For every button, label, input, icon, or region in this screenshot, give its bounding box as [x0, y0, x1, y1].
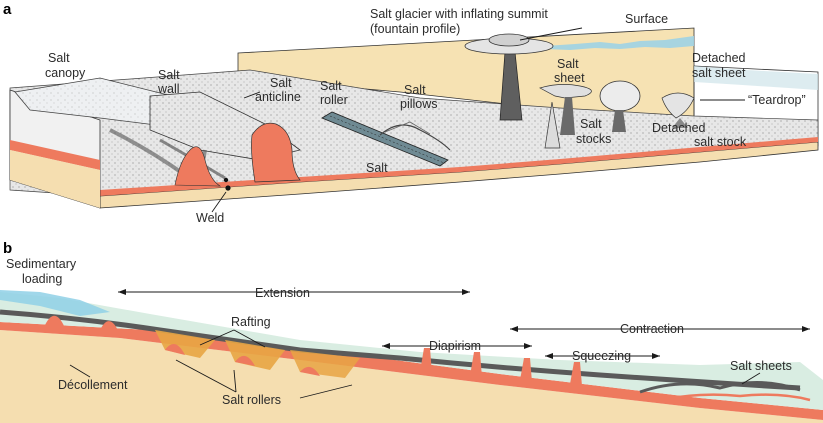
- label-salt-roller-2: roller: [320, 93, 348, 107]
- label-rafting: Rafting: [231, 315, 271, 329]
- label-salt: Salt: [366, 161, 388, 175]
- label-decollement: Décollement: [58, 378, 128, 392]
- label-extension: Extension: [255, 286, 310, 300]
- label-salt-stocks-1: Salt: [580, 117, 602, 131]
- basement: [0, 330, 823, 423]
- label-salt-stocks-2: stocks: [576, 132, 611, 146]
- label-surface: Surface: [625, 12, 668, 26]
- label-detached-stock-1: Detached: [652, 121, 706, 135]
- label-salt-sheet-2: sheet: [554, 71, 585, 85]
- label-salt-pillows-1: Salt: [404, 83, 426, 97]
- salt-anticline: [251, 122, 301, 183]
- label-salt-canopy-2: canopy: [45, 66, 86, 80]
- left-tan: [10, 150, 100, 208]
- label-detached-sheet-2: salt sheet: [692, 66, 746, 80]
- label-diapirism: Diapirism: [429, 339, 481, 353]
- label-squeezing: Squeezing: [572, 349, 631, 363]
- panel-a-letter: a: [3, 1, 12, 18]
- salt-sheet-folds: [639, 381, 801, 394]
- panel-a: a: [3, 1, 819, 225]
- label-sed-loading-1: Sedimentary: [6, 257, 77, 271]
- salt-stock: [544, 101, 561, 149]
- label-salt-pillows-2: pillows: [400, 97, 438, 111]
- label-salt-glacier-1: Salt glacier with inflating summit: [370, 7, 548, 21]
- panel-b: b: [0, 240, 823, 423]
- label-sed-loading-2: loading: [22, 272, 62, 286]
- salt-pillows: [379, 124, 451, 151]
- water-layer: [0, 290, 110, 316]
- panel-b-letter: b: [3, 240, 12, 257]
- round-diapir: [599, 80, 641, 112]
- label-salt-anticline-2: anticline: [255, 90, 301, 104]
- dark-layer: [0, 309, 801, 391]
- label-salt-sheets: Salt sheets: [730, 359, 792, 373]
- label-salt-wall-2: wall: [157, 82, 180, 96]
- label-salt-rollers: Salt rollers: [222, 393, 281, 407]
- label-salt-wall-1: Salt: [158, 68, 180, 82]
- label-teardrop: “Teardrop”: [748, 93, 806, 107]
- label-salt-sheet-1: Salt: [557, 57, 579, 71]
- label-detached-stock-2: salt stock: [694, 135, 747, 149]
- label-salt-roller-1: Salt: [320, 79, 342, 93]
- label-salt-glacier-2: (fountain profile): [370, 22, 460, 36]
- label-salt-canopy-1: Salt: [48, 51, 70, 65]
- left-salt: [10, 140, 100, 170]
- label-salt-anticline-1: Salt: [270, 76, 292, 90]
- label-detached-sheet-1: Detached: [692, 51, 746, 65]
- sediment-cover: [0, 292, 823, 410]
- teardrop: [661, 92, 695, 119]
- surface-water: [545, 36, 694, 50]
- label-weld: Weld: [196, 211, 224, 225]
- salt-sheet: [539, 84, 592, 99]
- label-contraction: Contraction: [620, 322, 684, 336]
